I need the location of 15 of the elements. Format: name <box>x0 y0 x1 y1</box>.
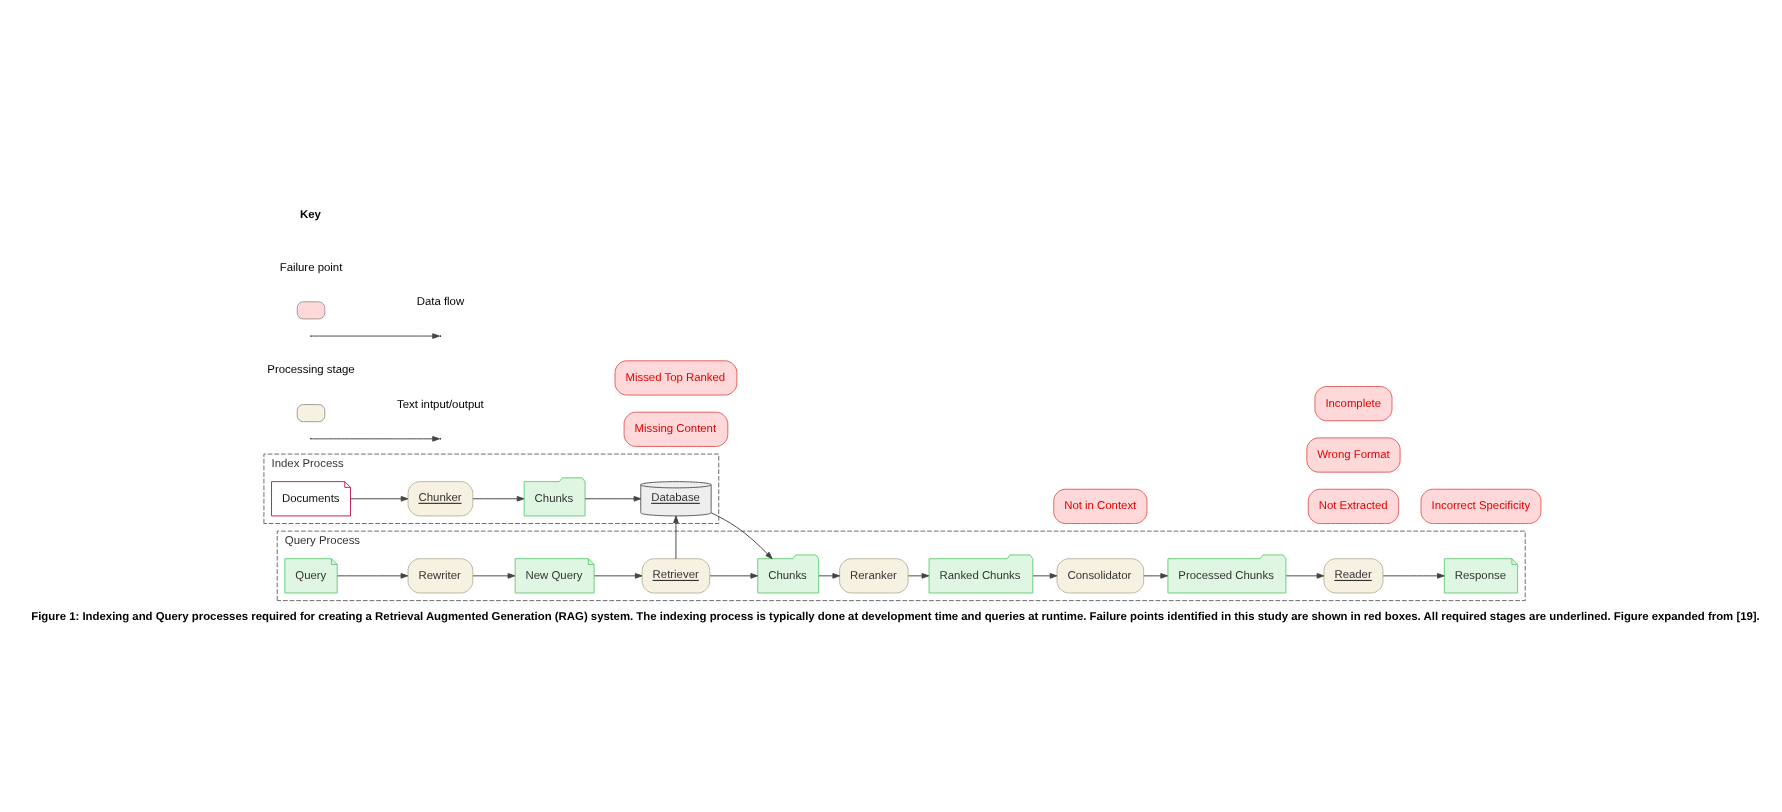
arrow <box>710 512 773 560</box>
arrow <box>472 573 516 579</box>
arrow <box>593 573 643 579</box>
arrow <box>709 573 759 579</box>
arrow <box>818 573 841 579</box>
arrow <box>1143 573 1168 579</box>
arrow <box>350 495 409 502</box>
arrow <box>1285 573 1325 579</box>
arrow <box>472 495 525 502</box>
arrow <box>584 495 642 502</box>
arrow <box>337 573 409 579</box>
arrow <box>673 515 679 560</box>
arrow <box>907 573 930 579</box>
arrow <box>1382 573 1445 579</box>
arrow <box>1032 573 1058 579</box>
